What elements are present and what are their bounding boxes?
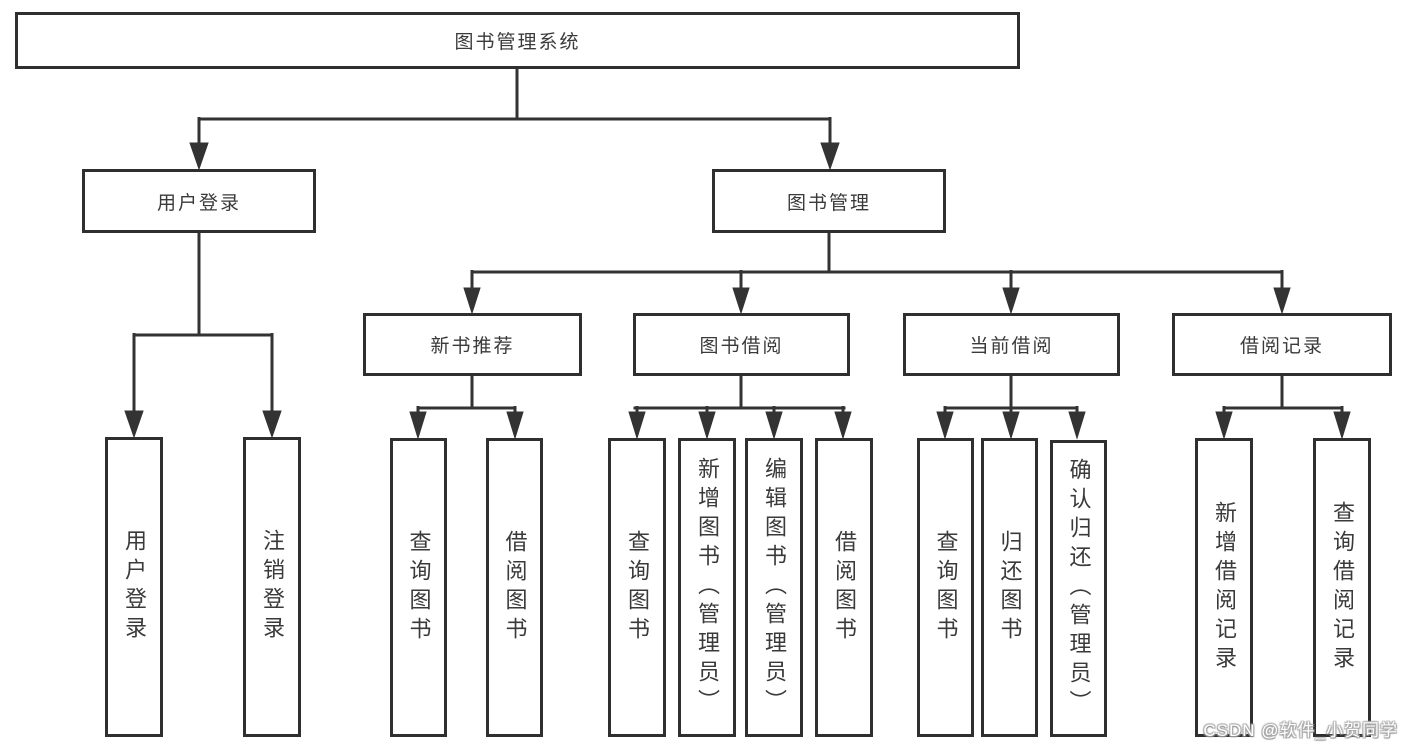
leaf-label: 查询图书 (406, 529, 432, 646)
node-book-borrow: 图书借阅 (633, 313, 850, 376)
csdn-watermark: CSDN @软件_小贺同学 (1203, 721, 1398, 740)
leaf-borrow-book: 借阅图书 (815, 438, 873, 737)
leaf-label: 确认归还（管理员） (1066, 458, 1092, 719)
leaf-return-book: 归还图书 (981, 438, 1038, 737)
leaf-label: 用户登录 (122, 529, 147, 645)
leaf-edit-book-admin: 编辑图书（管理员） (745, 438, 803, 737)
leaf-label: 查询借阅记录 (1330, 500, 1355, 675)
leaf-label: 借阅图书 (502, 529, 528, 646)
node-user-login: 用户登录 (82, 169, 316, 233)
node-borrow-record: 借阅记录 (1172, 313, 1392, 376)
leaf-label: 查询图书 (625, 529, 650, 646)
leaf-query-book-recommend: 查询图书 (390, 438, 447, 737)
node-label: 借阅记录 (1239, 336, 1324, 357)
leaf-label: 注销登录 (260, 529, 285, 645)
leaf-label: 借阅图书 (832, 529, 857, 646)
leaf-confirm-return-admin: 确认归还（管理员） (1050, 440, 1107, 737)
node-current-borrow: 当前借阅 (903, 313, 1120, 376)
node-label: 图书借阅 (699, 336, 784, 357)
node-label: 当前借阅 (969, 336, 1054, 357)
leaf-query-borrow-record: 查询借阅记录 (1313, 438, 1371, 737)
leaf-label: 查询图书 (933, 529, 959, 646)
leaf-query-book-current: 查询图书 (917, 438, 974, 737)
leaf-label: 编辑图书（管理员） (762, 457, 787, 718)
leaf-add-book-admin: 新增图书（管理员） (678, 438, 736, 737)
node-label: 用户登录 (156, 192, 241, 214)
leaf-label: 新增借阅记录 (1212, 500, 1237, 675)
node-label: 新书推荐 (430, 336, 515, 357)
leaf-query-book-borrow: 查询图书 (608, 438, 666, 737)
node-new-book-recommend: 新书推荐 (363, 313, 582, 376)
leaf-label: 新增图书（管理员） (695, 457, 720, 718)
leaf-logout: 注销登录 (243, 437, 301, 737)
leaf-add-borrow-record: 新增借阅记录 (1195, 438, 1253, 737)
node-label: 图书管理系统 (454, 32, 581, 53)
leaf-label: 归还图书 (997, 529, 1023, 646)
node-label: 图书管理 (786, 192, 871, 214)
leaf-user-login: 用户登录 (105, 437, 163, 737)
node-book-management: 图书管理 (712, 169, 946, 233)
node-library-management-system: 图书管理系统 (15, 12, 1020, 69)
leaf-borrow-book-recommend: 借阅图书 (486, 438, 543, 737)
